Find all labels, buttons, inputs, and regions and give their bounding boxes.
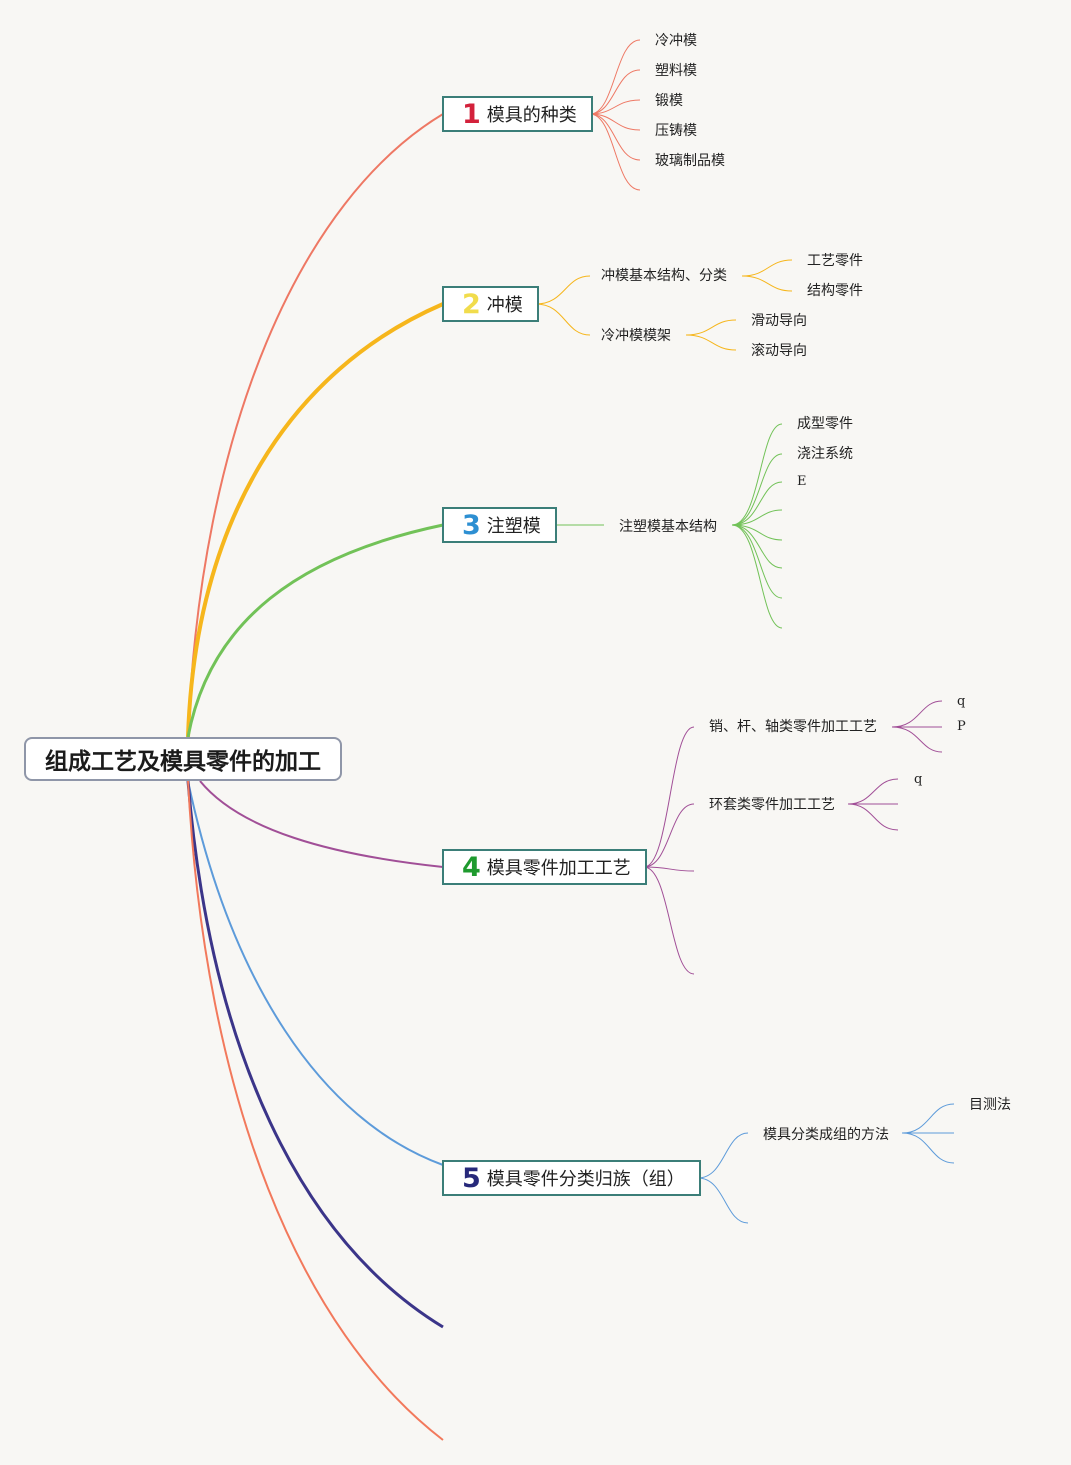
leaf-node[interactable]: 滚动导向: [751, 343, 807, 359]
root-label: 组成工艺及模具零件的加工: [45, 749, 321, 775]
connectors-branch3: [553, 423, 783, 629]
branch-node-2[interactable]: 2 冲模: [442, 286, 539, 322]
connector-root-branch5: [187, 780, 444, 1166]
subtopic-node[interactable]: 冲模基本结构、分类: [601, 268, 727, 284]
branch-number-4: 4: [462, 851, 481, 883]
leaf-node[interactable]: 结构零件: [807, 283, 863, 299]
leaf-node[interactable]: 压铸模: [655, 123, 697, 139]
leaf-node[interactable]: 工艺零件: [807, 253, 863, 269]
branch-number-3: 3: [462, 509, 481, 541]
branch-node-4[interactable]: 4 模具零件加工工艺: [442, 849, 647, 885]
branch-label-2: 冲模: [486, 295, 523, 316]
connectors-branch1: [589, 39, 641, 191]
branch-node-1[interactable]: 1 模具的种类: [442, 96, 593, 132]
root-node[interactable]: 组成工艺及模具零件的加工: [24, 737, 342, 781]
subtopic-node[interactable]: 环套类零件加工工艺: [709, 797, 835, 813]
leaf-node[interactable]: P: [957, 719, 966, 734]
connectors-branch5: [697, 1103, 955, 1224]
branch-node-5[interactable]: 5 模具零件分类归族（组）: [442, 1160, 701, 1196]
connectors-branch4: [643, 700, 943, 975]
leaf-node[interactable]: 滑动导向: [751, 313, 807, 329]
connector-root-branch7: [187, 780, 444, 1441]
leaf-node[interactable]: E: [797, 474, 807, 489]
branch-number-2: 2: [462, 288, 481, 320]
connector-root-branch1: [187, 113, 444, 738]
branch-number-5: 5: [462, 1162, 481, 1194]
subtopic-node[interactable]: 冷冲模模架: [601, 328, 671, 344]
subtopic-node[interactable]: 注塑模基本结构: [619, 519, 717, 535]
leaf-node[interactable]: 锻模: [655, 93, 683, 109]
branch-label-1: 模具的种类: [486, 105, 577, 126]
leaf-node[interactable]: 塑料模: [655, 63, 697, 79]
leaf-node[interactable]: 浇注系统: [797, 446, 853, 462]
leaf-node[interactable]: 目测法: [969, 1097, 1011, 1113]
connector-root-branch4: [199, 780, 444, 868]
branch-node-3[interactable]: 3 注塑模: [442, 507, 557, 543]
leaf-node[interactable]: q: [914, 772, 923, 787]
leaf-node[interactable]: 冷冲模: [655, 33, 697, 49]
branch-label-5: 模具零件分类归族（组）: [486, 1169, 685, 1190]
connector-root-branch2: [186, 302, 444, 738]
subtopic-node[interactable]: 模具分类成组的方法: [763, 1127, 889, 1143]
branch-number-1: 1: [462, 98, 481, 130]
leaf-node[interactable]: q: [957, 694, 966, 709]
leaf-node[interactable]: 成型零件: [797, 416, 853, 432]
branch-label-3: 注塑模: [486, 516, 541, 537]
connector-root-branch3: [186, 523, 444, 738]
branch-label-4: 模具零件加工工艺: [486, 858, 631, 879]
subtopic-node[interactable]: 销、杆、轴类零件加工工艺: [709, 719, 877, 735]
connectors-branch2: [535, 259, 793, 351]
leaf-node[interactable]: 玻璃制品模: [655, 153, 725, 169]
connector-root-branch6: [186, 780, 444, 1329]
